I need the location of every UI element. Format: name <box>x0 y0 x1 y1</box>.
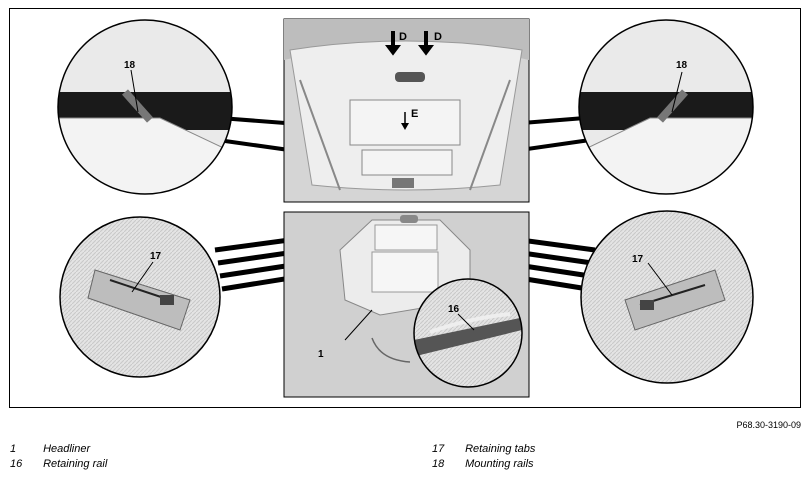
detail-circle-mounting-rail-right: 18 <box>578 19 754 195</box>
legend-number: 1 <box>10 443 17 455</box>
figure-reference: P68.30-3190-09 <box>736 420 801 430</box>
callout-18-right: 18 <box>676 60 688 71</box>
legend-number: 16 <box>10 458 23 470</box>
headliner-top-view: D D E <box>283 18 530 203</box>
callout-1: 1 <box>318 349 324 360</box>
legend-text: Retaining tabs <box>465 443 536 455</box>
legend-number: 18 <box>432 458 445 470</box>
legend-text: Headliner <box>43 443 91 455</box>
arrow-d-left-label: D <box>399 31 407 43</box>
arrow-d-right-label: D <box>434 31 442 43</box>
callout-18-left: 18 <box>124 60 136 71</box>
legend-number: 17 <box>432 443 445 455</box>
detail-circle-retaining-tabs-right: 17 <box>580 210 754 384</box>
legend-item-retaining-tabs: 17 Retaining tabs <box>432 443 535 455</box>
headliner-illustration: D D E 1 16 18 <box>57 18 754 398</box>
legend-text: Mounting rails <box>465 458 534 470</box>
headliner-bottom-view: 1 <box>283 211 530 398</box>
callout-16: 16 <box>448 304 460 315</box>
legend-item-retaining-rail: 16 Retaining rail <box>10 458 107 470</box>
callout-17-right: 17 <box>632 254 644 265</box>
legend-item-headliner: 1 Headliner <box>10 443 90 455</box>
arrow-e-label: E <box>411 108 418 120</box>
callout-17-left: 17 <box>150 251 162 262</box>
detail-circle-retaining-rail: 16 <box>413 278 523 388</box>
legend-text: Retaining rail <box>43 458 108 470</box>
detail-circle-retaining-tabs-left: 17 <box>59 216 221 378</box>
legend-item-mounting-rails: 18 Mounting rails <box>432 458 534 470</box>
detail-circle-mounting-rail-left: 18 <box>57 19 233 195</box>
